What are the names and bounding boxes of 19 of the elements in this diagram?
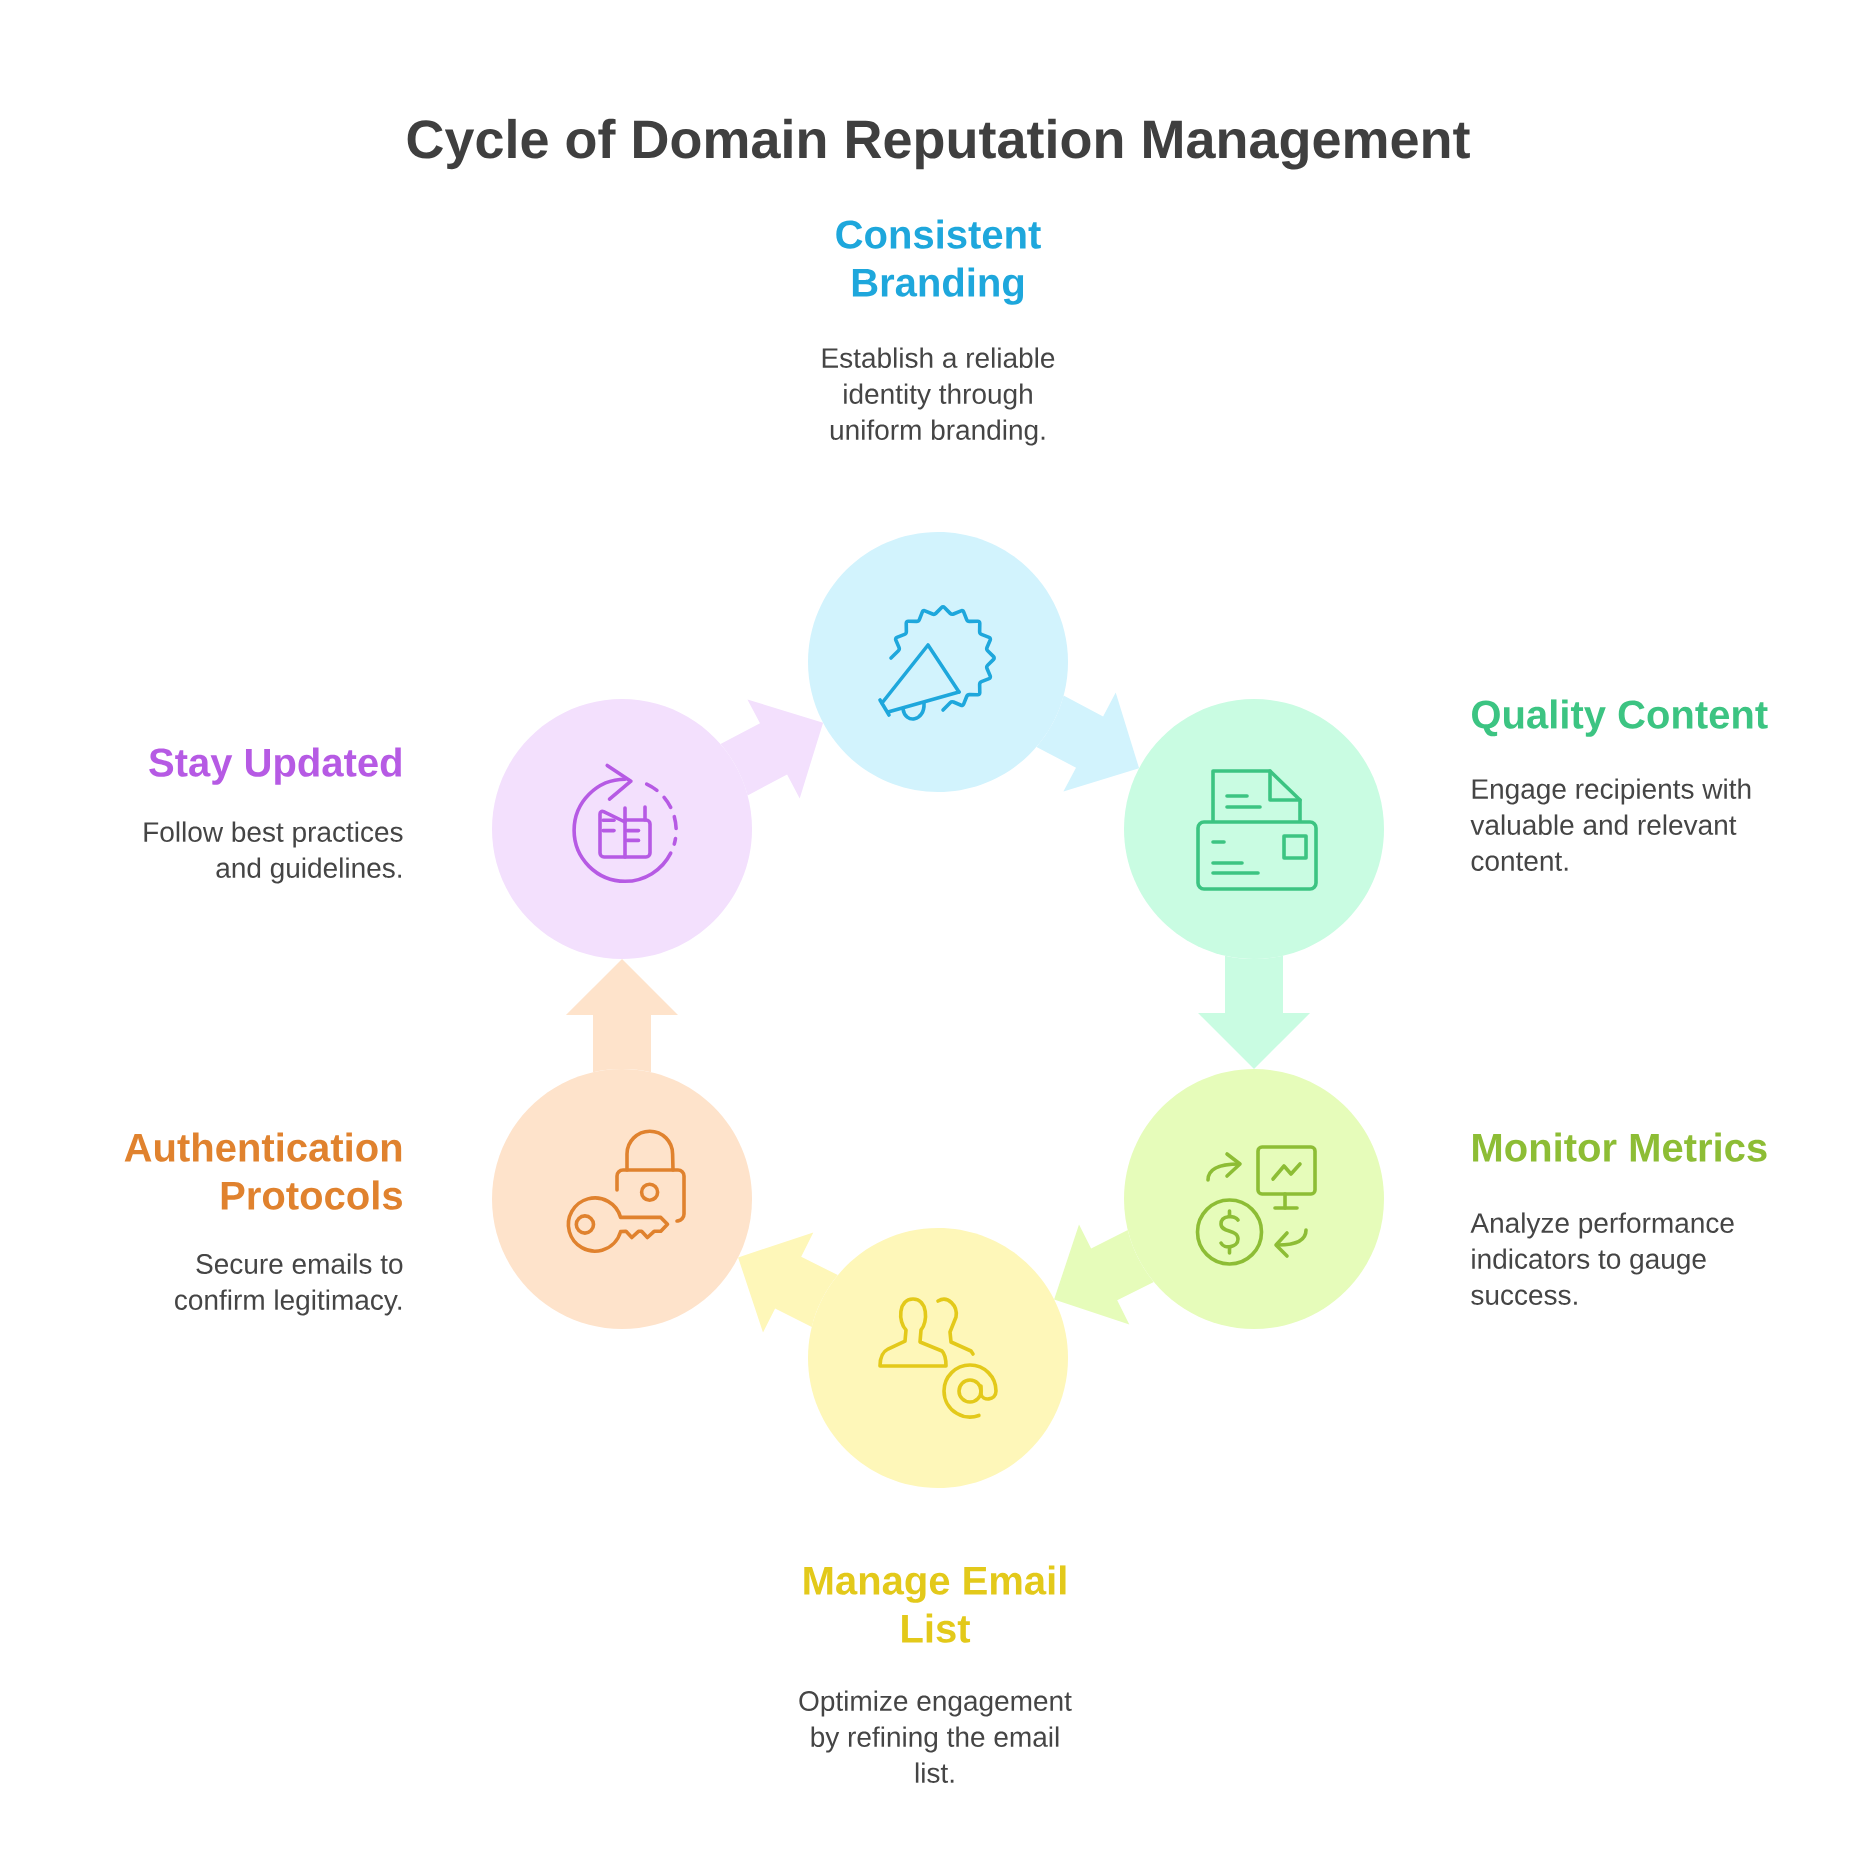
step-description: Follow best practices and guidelines.: [144, 821, 403, 884]
arrow: [1054, 1224, 1154, 1325]
step-description: Optimize engagement by refining the email list.: [799, 1690, 1072, 1783]
step-heading: Quality Content: [1472, 699, 1768, 737]
step-heading: Stay Updated: [149, 747, 401, 785]
step-heading: Monitor Metrics: [1473, 1132, 1767, 1162]
step-description: Secure emails to confirm legitimacy.: [175, 1253, 403, 1316]
step-heading: Authentication Protocols: [124, 1132, 402, 1210]
title: Cycle of Domain Reputation Management: [407, 118, 1470, 170]
step-heading: Consistent Branding: [836, 219, 1041, 305]
step-description: Establish a reliable identity through uniform branding.: [822, 347, 1055, 446]
step-heading: Manage Email List: [804, 1565, 1066, 1643]
step-description: Engage recipients with valuable and relevant content.: [1470, 778, 1751, 871]
arrow: [1036, 692, 1140, 792]
arrow: [566, 959, 678, 1073]
step-description: Analyze performance indicators to gauge success.: [1470, 1212, 1734, 1305]
arrow: [720, 699, 824, 799]
arrow: [1198, 955, 1310, 1069]
arrow: [738, 1232, 838, 1333]
